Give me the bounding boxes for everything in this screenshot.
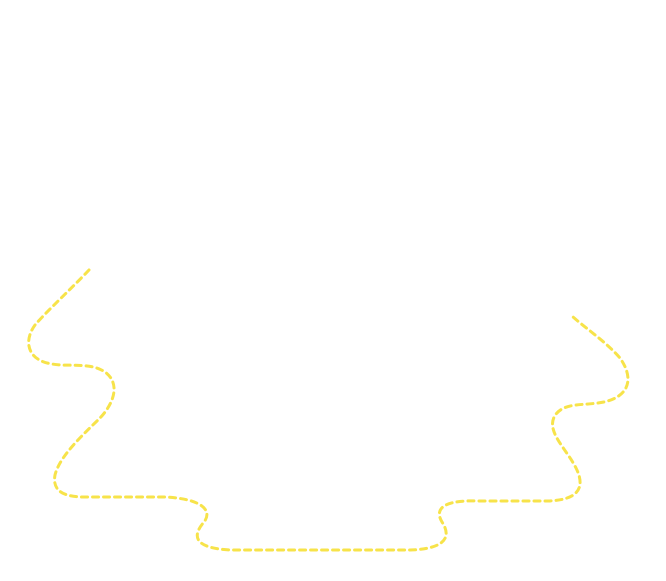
wavy-dashed-line bbox=[27, 268, 630, 552]
